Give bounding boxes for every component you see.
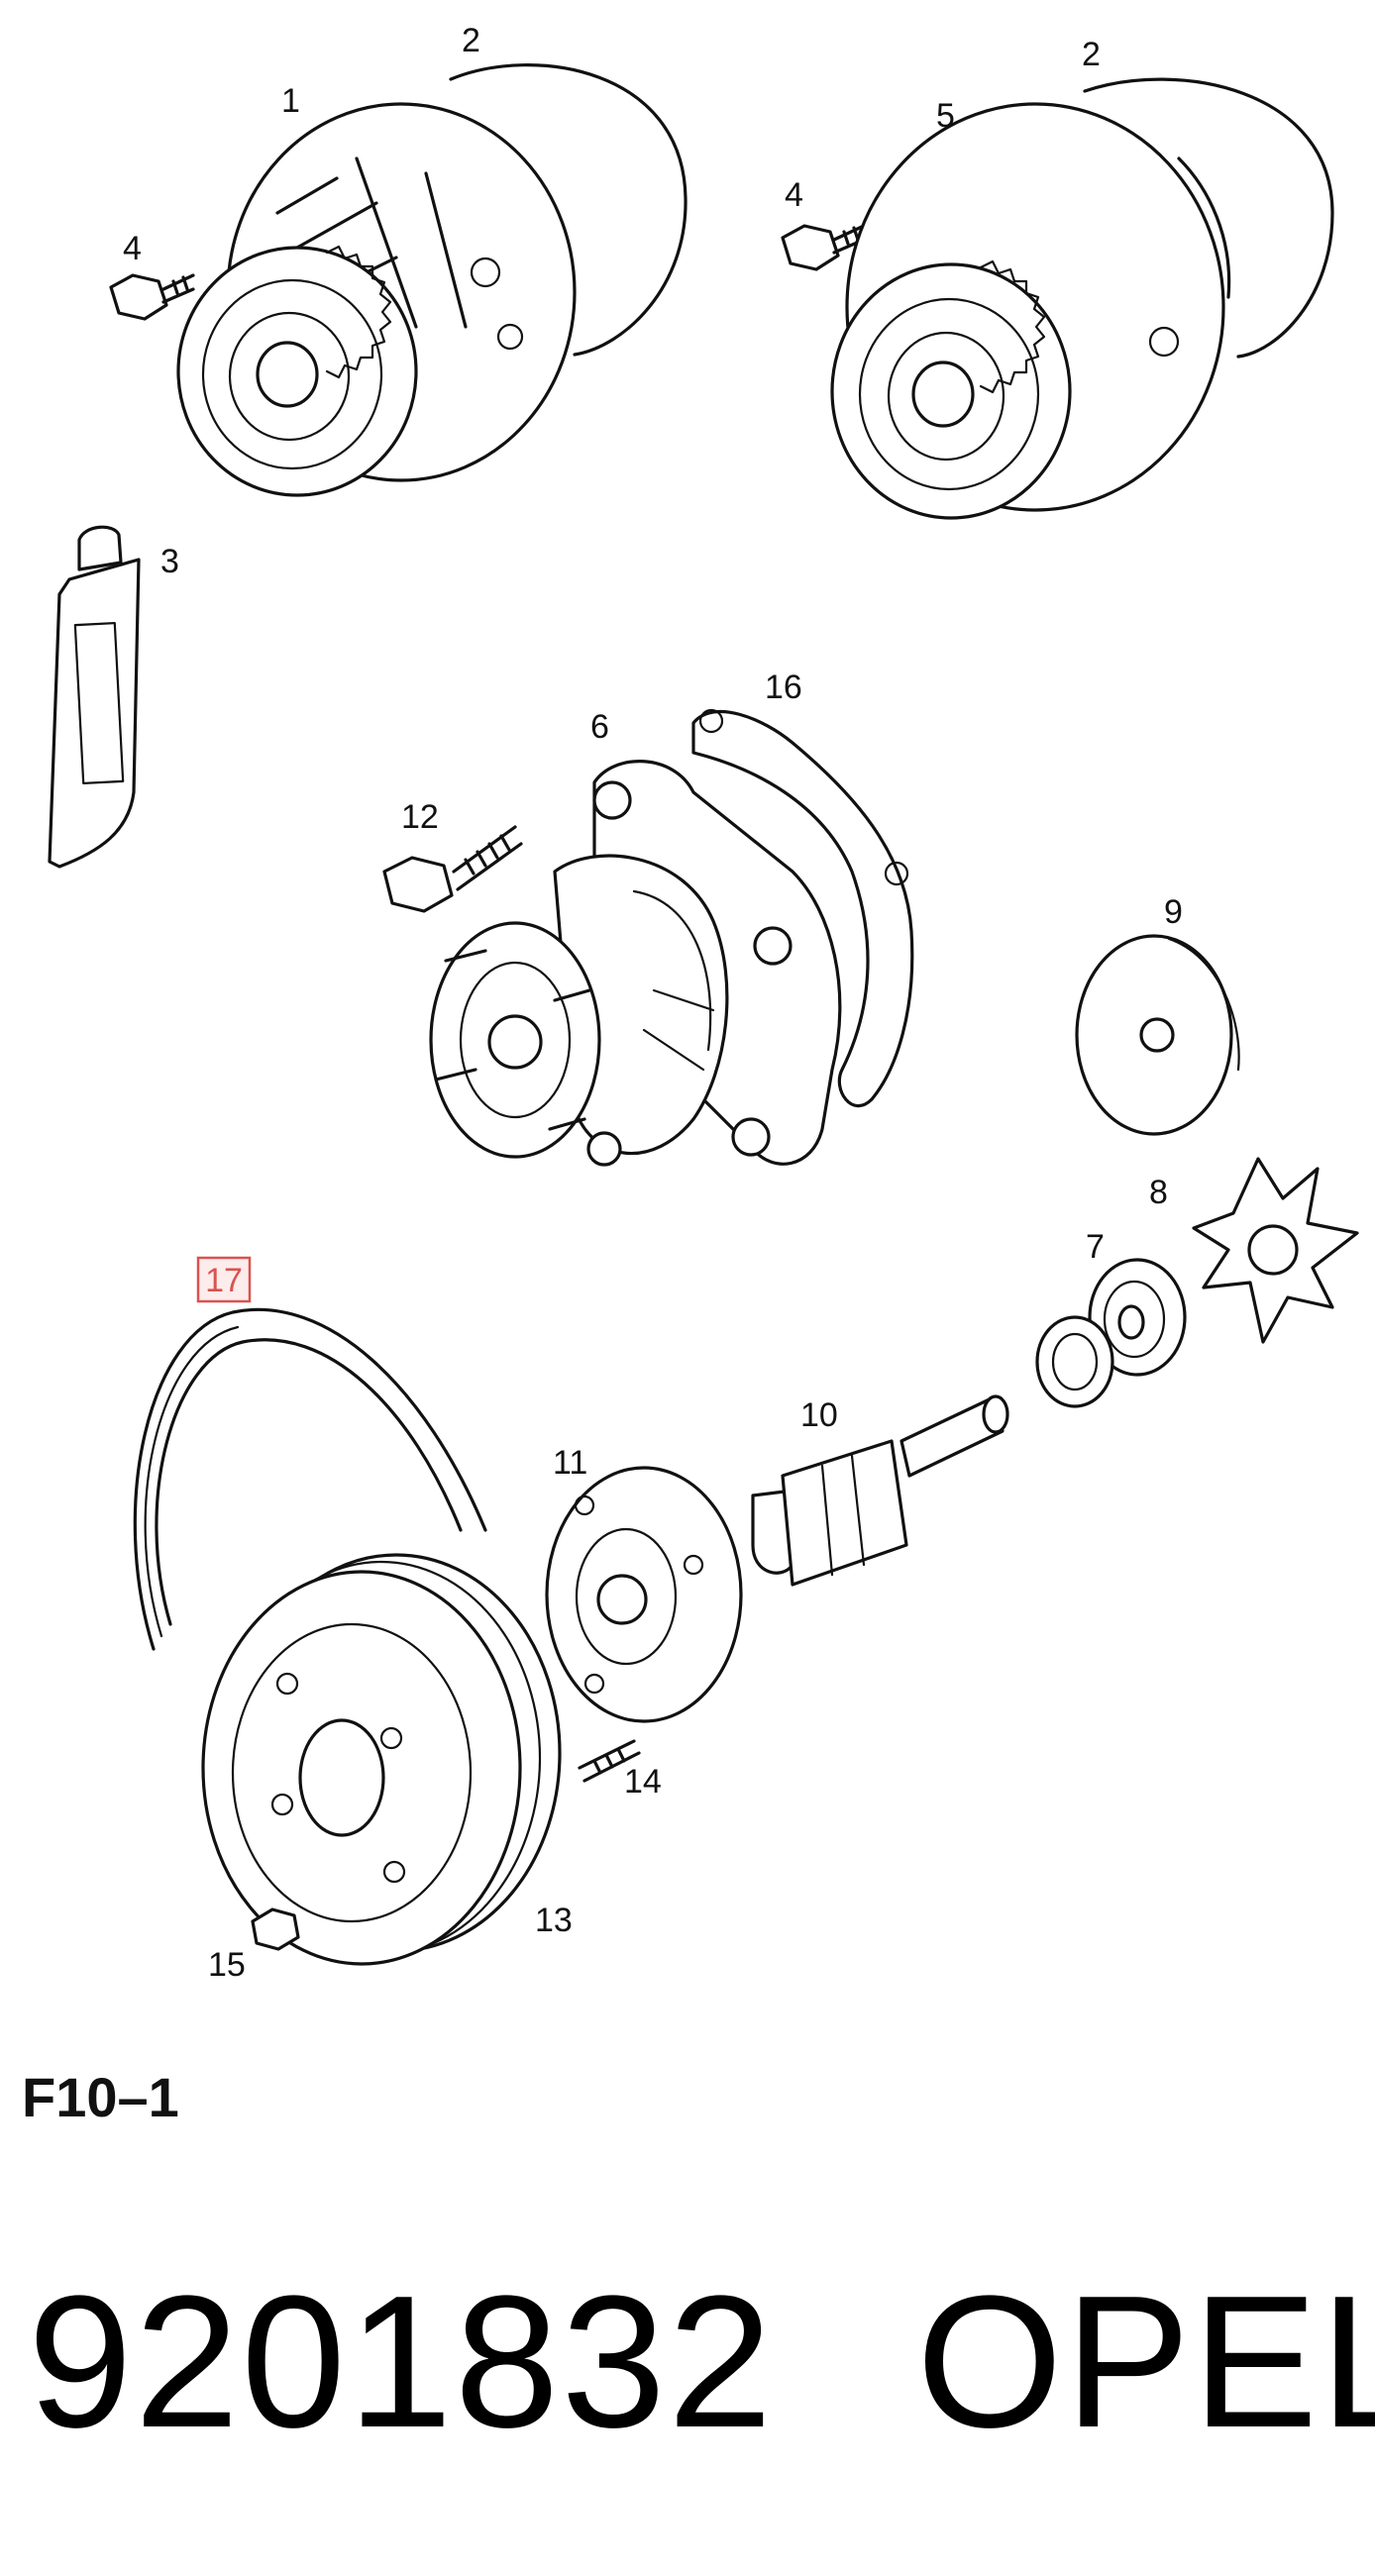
v-belt-17 xyxy=(133,1307,487,1651)
callout-9: 9 xyxy=(1164,893,1183,931)
callout-5: 5 xyxy=(936,97,955,135)
callout-12: 12 xyxy=(401,798,439,836)
callout-4a: 4 xyxy=(123,230,142,267)
water-pump-assembly-5 xyxy=(830,102,1231,520)
bolt-4a xyxy=(109,273,195,321)
nut-15 xyxy=(251,1907,300,1951)
brand-name: OPEL xyxy=(916,2257,1375,2467)
gasket-hole-16a xyxy=(698,708,724,734)
callout-17-highlight[interactable]: 17 xyxy=(196,1256,252,1303)
callout-1: 1 xyxy=(281,82,300,120)
bolt-4b xyxy=(781,224,866,271)
o-ring-2a xyxy=(449,63,688,357)
gasket-hole-16b xyxy=(884,861,909,886)
water-pump-housing-6 xyxy=(429,760,842,1167)
o-ring-2b xyxy=(1083,77,1334,359)
part-number: 9201832 xyxy=(28,2257,775,2467)
callout-10: 10 xyxy=(800,1396,838,1434)
sealant-tube-3 xyxy=(48,525,141,869)
callout-17: 17 xyxy=(205,1262,243,1299)
callout-6: 6 xyxy=(590,708,609,746)
callout-13: 13 xyxy=(535,1902,573,1939)
figure-reference: F10–1 xyxy=(22,2066,179,2128)
gasket-16 xyxy=(691,709,914,1108)
callout-7: 7 xyxy=(1086,1228,1105,1266)
bolt-12 xyxy=(382,825,523,913)
impeller-8 xyxy=(1192,1157,1359,1344)
callout-11: 11 xyxy=(553,1444,587,1482)
bearing-shaft-10 xyxy=(751,1394,1009,1587)
callout-8: 8 xyxy=(1149,1174,1168,1211)
seal-7 xyxy=(1035,1258,1187,1408)
stud-14 xyxy=(578,1739,641,1783)
callout-3: 3 xyxy=(160,543,179,580)
callout-14: 14 xyxy=(624,1763,662,1801)
belt-pulley-13 xyxy=(201,1553,562,1966)
hub-flange-11 xyxy=(545,1466,743,1723)
cover-9 xyxy=(1075,934,1240,1136)
callout-16: 16 xyxy=(765,669,802,706)
water-pump-assembly-1 xyxy=(176,102,577,497)
callout-4b: 4 xyxy=(785,176,803,214)
callout-2a: 2 xyxy=(462,22,480,59)
callout-2b: 2 xyxy=(1082,36,1101,73)
callout-15: 15 xyxy=(208,1946,246,1984)
